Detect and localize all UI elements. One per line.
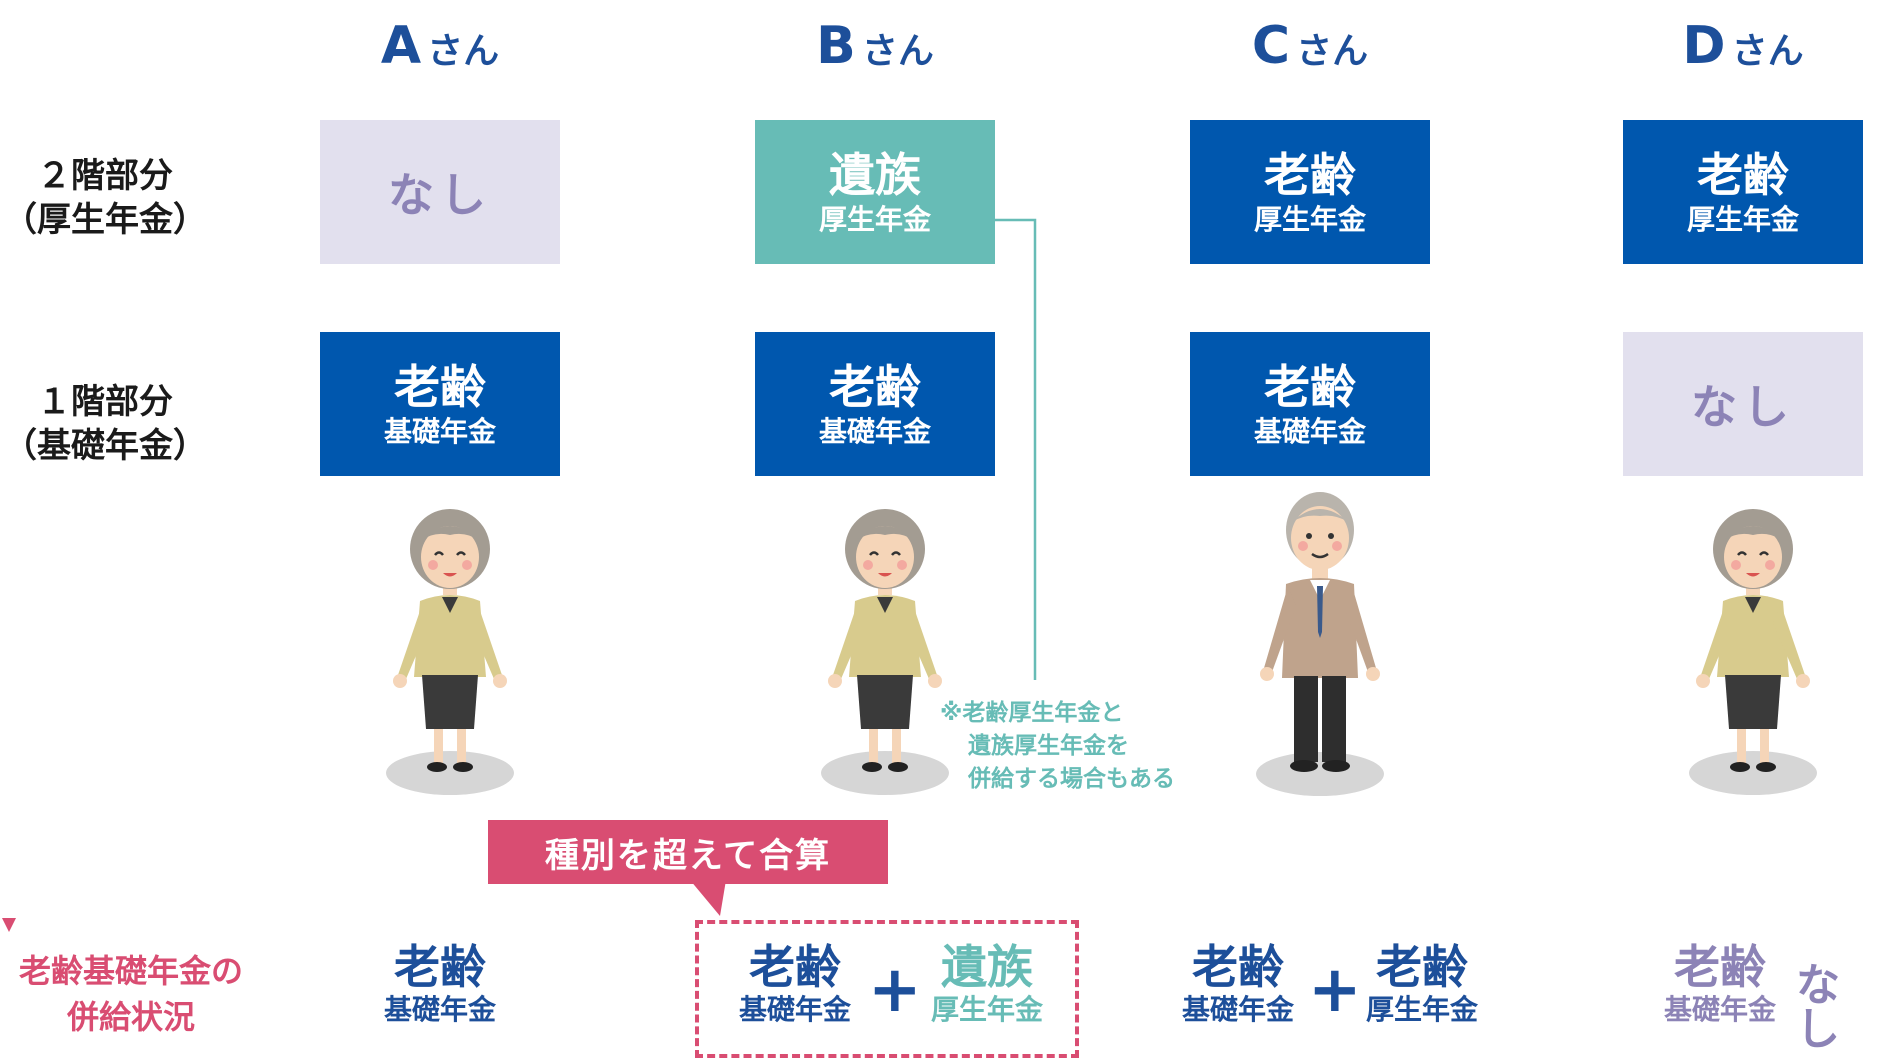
tier1-box-d: なし <box>1623 332 1863 476</box>
combo-c-right: 老齢 厚生年金 <box>1342 944 1502 1024</box>
box-main-text: なし <box>1691 380 1795 434</box>
column-letter: B <box>816 16 856 76</box>
tier1-box-a: 老齢 基礎年金 <box>320 332 560 476</box>
combo-b-right: 遺族 厚生年金 <box>907 944 1067 1024</box>
note-line: ※老齢厚生年金と <box>940 700 1124 726</box>
combined-highlight-box <box>695 920 1079 1058</box>
combo-b-left: 老齢 基礎年金 <box>715 944 875 1024</box>
tier2-box-b: 遺族 厚生年金 <box>755 120 995 264</box>
row-label-line: １階部分 <box>37 382 173 422</box>
plus-icon: + <box>868 953 922 1027</box>
box-main-text: なし <box>388 168 492 222</box>
tier2-box-d: 老齢 厚生年金 <box>1623 120 1863 264</box>
box-sub-text: 基礎年金 <box>818 415 931 448</box>
box-main-text: 老齢 <box>1264 148 1356 202</box>
callout-text: 種別を超えて合算 <box>544 835 832 876</box>
column-suffix: さん <box>1296 31 1369 72</box>
box-main-text: 老齢 <box>1697 148 1789 202</box>
combo-sub-text: 基礎年金 <box>1181 993 1294 1026</box>
combo-d-left: 老齢 基礎年金 <box>1640 944 1800 1024</box>
combination-status-label: 老齢基礎年金の 併給状況 <box>0 948 262 1040</box>
combo-main-text: 遺族 <box>941 940 1033 994</box>
note-line: 併給する場合もある <box>968 766 1175 792</box>
box-main-text: 老齢 <box>394 360 486 414</box>
combination-note: ※老齢厚生年金と 遺族厚生年金を 併給する場合もある <box>940 697 1175 796</box>
combo-sub-text: 基礎年金 <box>1663 993 1776 1026</box>
note-line: 遺族厚生年金を <box>968 733 1129 759</box>
column-letter: A <box>380 16 422 76</box>
column-suffix: さん <box>1731 31 1804 72</box>
tier1-box-c: 老齢 基礎年金 <box>1190 332 1430 476</box>
column-suffix: さん <box>861 31 934 72</box>
triangle-marker-icon <box>2 918 16 932</box>
combo-main-text: 老齢 <box>1674 940 1766 994</box>
label-line: 老齢基礎年金の <box>18 952 243 990</box>
combo-sub-text: 基礎年金 <box>738 993 851 1026</box>
combo-d-right: なし <box>1796 960 1844 1055</box>
box-main-text: 遺族 <box>829 148 921 202</box>
elderly-woman-icon <box>821 509 949 795</box>
combo-main-text: 老齢 <box>394 940 486 994</box>
label-line: 併給状況 <box>66 998 195 1036</box>
box-main-text: 老齢 <box>829 360 921 414</box>
box-sub-text: 基礎年金 <box>1253 415 1366 448</box>
tier1-box-b: 老齢 基礎年金 <box>755 332 995 476</box>
elderly-woman-icon <box>386 509 514 795</box>
connector-line <box>995 218 1037 680</box>
column-suffix: さん <box>427 31 500 72</box>
combo-a: 老齢 基礎年金 <box>360 944 520 1024</box>
row-label-line: ２階部分 <box>37 156 173 196</box>
row-label-line: （基礎年金） <box>3 426 207 466</box>
elderly-woman-icon <box>1689 509 1817 795</box>
callout-combined-across-types: 種別を超えて合算 <box>488 820 888 884</box>
callout-pointer <box>690 880 726 916</box>
column-letter: C <box>1251 16 1291 76</box>
elderly-man-icon <box>1256 492 1384 796</box>
combo-main-text: 老齢 <box>1376 940 1468 994</box>
combo-c-left: 老齢 基礎年金 <box>1158 944 1318 1024</box>
box-sub-text: 厚生年金 <box>818 203 931 236</box>
combo-sub-text: 基礎年金 <box>383 993 496 1026</box>
box-main-text: 老齢 <box>1264 360 1356 414</box>
box-sub-text: 厚生年金 <box>1253 203 1366 236</box>
combo-main-text: 老齢 <box>749 940 841 994</box>
tier2-box-c: 老齢 厚生年金 <box>1190 120 1430 264</box>
row-label-tier2: ２階部分 （厚生年金） <box>0 154 210 242</box>
row-label-tier1: １階部分 （基礎年金） <box>0 380 210 468</box>
tier2-box-a: なし <box>320 120 560 264</box>
combo-sub-text: 厚生年金 <box>1365 993 1478 1026</box>
box-sub-text: 厚生年金 <box>1686 203 1799 236</box>
box-sub-text: 基礎年金 <box>383 415 496 448</box>
column-letter: D <box>1682 16 1726 76</box>
combo-sub-text: 厚生年金 <box>930 993 1043 1026</box>
plus-icon: + <box>1308 953 1362 1027</box>
combo-main-text: 老齢 <box>1192 940 1284 994</box>
row-label-line: （厚生年金） <box>3 200 207 240</box>
